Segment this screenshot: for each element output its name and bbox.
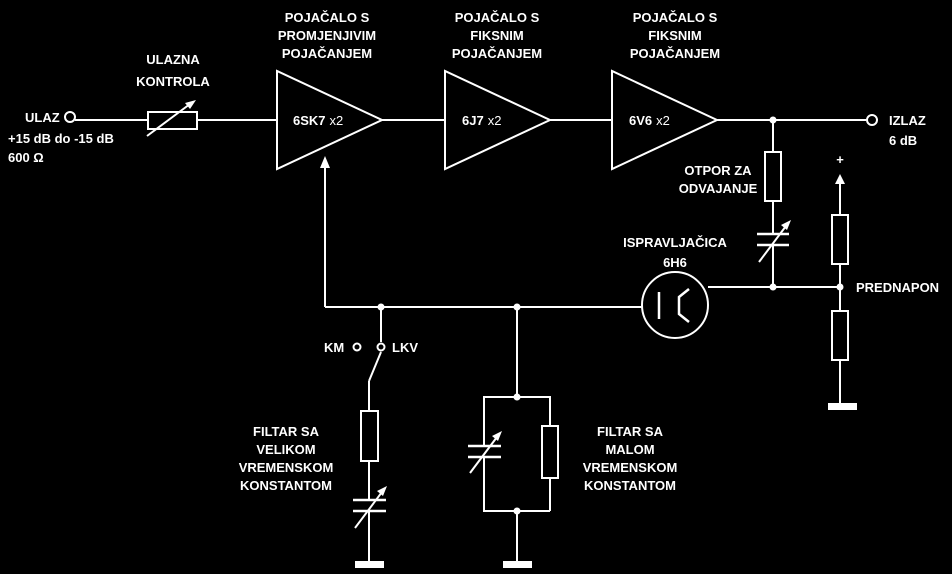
long-filter-label-2: VELIKOM <box>256 442 315 457</box>
short-time-constant-filter <box>468 307 559 568</box>
amp1-title-2: PROMJENJIVIM <box>278 28 376 43</box>
output-label: IZLAZ <box>889 113 926 128</box>
long-time-constant-filter <box>353 410 387 568</box>
mode-switch <box>352 307 386 411</box>
output-terminal <box>866 114 878 126</box>
input-control-variable-resistor <box>146 100 198 137</box>
amp2-title-3: POJAČANJEM <box>452 46 542 61</box>
short-filter-label-4: KONSTANTOM <box>584 478 676 493</box>
switch-km-label: KM <box>324 340 344 355</box>
amp3-title-3: POJAČANJEM <box>630 46 720 61</box>
variable-capacitor-output <box>757 220 791 263</box>
short-filter-bottom-dot <box>513 507 521 515</box>
switch-lkv-label: LKV <box>392 340 418 355</box>
input-range: +15 dB do -15 dB <box>8 131 114 146</box>
amp2-title-2: FIKSNIM <box>470 28 523 43</box>
output-level: 6 dB <box>889 133 917 148</box>
amp3-title-1: POJAČALO S <box>633 10 718 25</box>
amp1-title-1: POJAČALO S <box>285 10 370 25</box>
input-terminal <box>64 111 76 123</box>
isolation-label-1: OTPOR ZA <box>684 163 752 178</box>
amp1-title-3: POJAČANJEM <box>282 46 372 61</box>
long-filter-label-1: FILTAR SA <box>253 424 320 439</box>
short-filter-label-2: MALOM <box>605 442 654 457</box>
amp2-title-1: POJAČALO S <box>455 10 540 25</box>
bias-label: PREDNAPON <box>856 280 939 295</box>
control-bus-wires <box>320 156 642 308</box>
short-filter-top-dot <box>513 393 521 401</box>
isolation-label-2: ODVAJANJE <box>679 181 758 196</box>
amp3-title-2: FIKSNIM <box>648 28 701 43</box>
input-control-label-2: KONTROLA <box>136 74 210 89</box>
amplifier-fixed-gain-2 <box>611 69 720 171</box>
cap-junction-dot <box>769 283 777 291</box>
isolation-resistor <box>764 151 782 202</box>
short-filter-label-3: VREMENSKOM <box>583 460 678 475</box>
output-junction-dot <box>769 116 777 124</box>
rectifier-label-2: 6H6 <box>663 255 687 270</box>
rectifier-tube <box>641 271 709 339</box>
input-control-label-1: ULAZNA <box>146 52 200 67</box>
short-filter-label-1: FILTAR SA <box>597 424 664 439</box>
rectifier-label-1: ISPRAVLJAČICA <box>623 235 727 250</box>
long-filter-label-4: KONSTANTOM <box>240 478 332 493</box>
bias-plus: + <box>836 152 844 167</box>
input-label: ULAZ <box>25 110 60 125</box>
long-filter-label-3: VREMENSKOM <box>239 460 334 475</box>
amplifier-fixed-gain-1 <box>444 69 553 171</box>
amplifier-variable-gain <box>276 69 385 171</box>
input-impedance: 600 Ω <box>8 150 44 165</box>
bias-divider <box>828 174 857 410</box>
